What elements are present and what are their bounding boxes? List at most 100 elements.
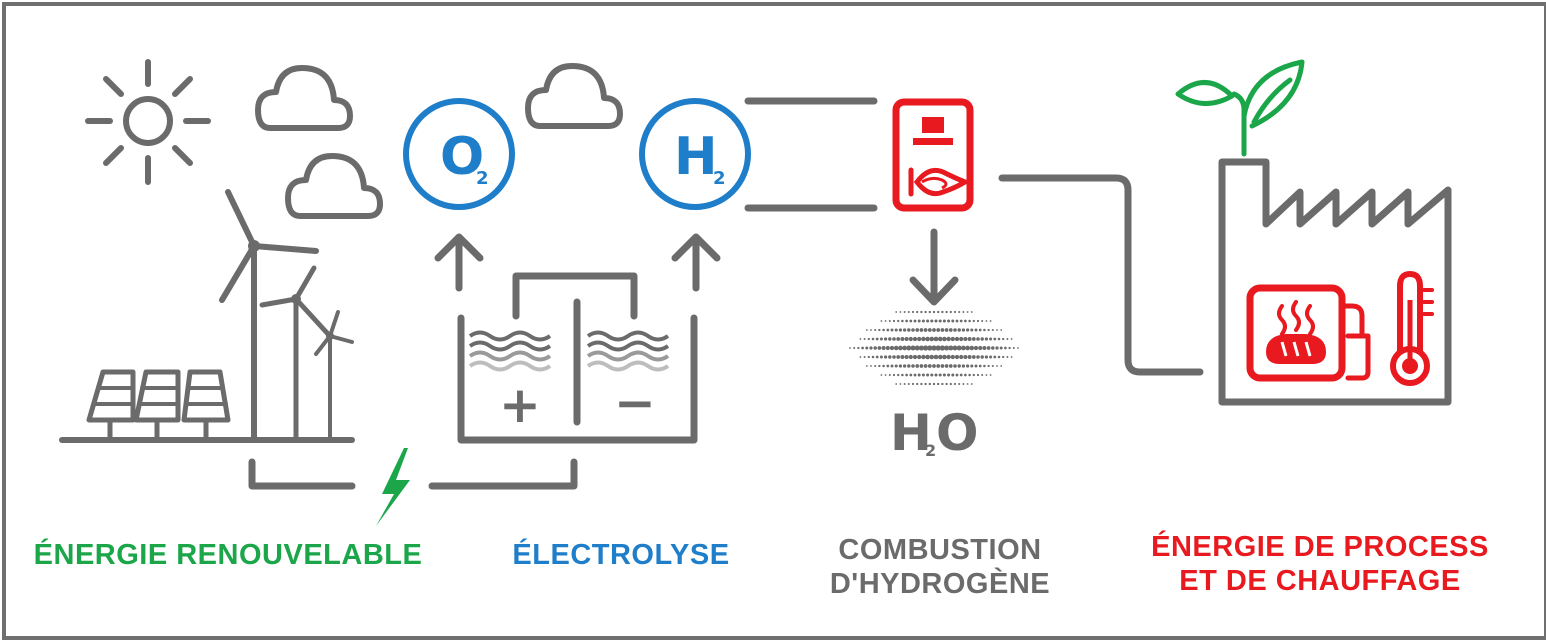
steam-dot (907, 310, 910, 314)
steam-dot (902, 345, 907, 351)
steam-dot (983, 328, 986, 332)
steam-dot (983, 364, 986, 368)
solar-panel-icon (133, 369, 181, 441)
steam-dot (903, 311, 906, 313)
steam-dot (921, 319, 925, 323)
steam-dot (942, 336, 947, 342)
steam-dot (989, 374, 992, 376)
arrow-down-icon (909, 228, 959, 306)
steam-dot (890, 364, 894, 368)
steam-dot (888, 355, 892, 359)
steam-dot (874, 364, 877, 368)
steam-dot (901, 373, 904, 377)
steam-dot (964, 319, 967, 323)
steam-dot (924, 310, 927, 314)
steam-dot (853, 346, 856, 350)
steam-dot (877, 346, 882, 350)
steam-dot (886, 364, 890, 368)
steam-dot (954, 336, 960, 342)
renewable-energy-label: ÉNERGIE RENOUVELABLE (20, 538, 436, 572)
steam-dot (974, 328, 978, 332)
factory-icon (1218, 158, 1452, 406)
steam-dot (875, 355, 879, 359)
steam-dot (937, 382, 940, 386)
steam-dot (892, 337, 896, 341)
steam-dot (865, 346, 869, 350)
steam-dot (937, 310, 940, 314)
steam-dot (895, 311, 898, 313)
steam-dot (933, 354, 939, 360)
steam-dot (1000, 329, 1003, 331)
steam-dot (941, 310, 944, 314)
steam-dot (978, 328, 982, 332)
steam-dot (898, 345, 903, 351)
steam-dot (951, 319, 955, 323)
steam-dot (867, 337, 870, 341)
steam-dot (863, 356, 866, 358)
sun-icon (85, 59, 211, 185)
steam-dot (885, 345, 890, 351)
steam-dot (904, 354, 909, 360)
steam-dot (920, 382, 923, 386)
steam-dot (927, 328, 932, 332)
steam-dot (945, 310, 948, 314)
steam-dot (924, 382, 927, 386)
steam-dot (944, 345, 950, 351)
steam-dot (941, 382, 944, 386)
steam-dot (923, 345, 929, 351)
hydrogen-combustion-label: COMBUSTION D'HYDROGÈNE (800, 533, 1080, 601)
steam-dot (946, 336, 951, 342)
steam-dot (1002, 337, 1005, 341)
steam-dot (950, 336, 955, 342)
steam-dot (884, 374, 887, 376)
steam-dot (895, 383, 898, 385)
lightning-bolt-icon (376, 448, 410, 526)
steam-dot (976, 373, 980, 377)
steam-dot (905, 373, 908, 377)
steam-dot (956, 345, 962, 351)
steam-dot (973, 345, 979, 351)
steam-dot (964, 373, 967, 377)
steam-dot (940, 328, 945, 332)
steam-dot (904, 336, 909, 342)
steam-dot (930, 373, 934, 377)
steam-dot (997, 337, 1001, 341)
steam-dot (980, 355, 984, 359)
steam-dot (888, 320, 891, 322)
steam-dot (987, 328, 990, 332)
steam-dot (954, 354, 960, 360)
steam-dot (961, 364, 966, 368)
steam-dot (857, 346, 860, 350)
h2o-symbol-h: H (890, 404, 932, 462)
steam-dot (957, 364, 961, 368)
cathode-minus-sign: − (614, 374, 656, 432)
steam-dot (944, 364, 949, 368)
steam-dot (912, 336, 918, 342)
steam-dot (923, 364, 928, 368)
steam-dot (886, 328, 890, 332)
steam-dot (971, 355, 976, 359)
steam-dot (932, 364, 936, 368)
steam-dot (955, 319, 959, 323)
steam-dot (859, 356, 862, 358)
steam-dot (978, 345, 983, 351)
arrow-up-icon (671, 233, 721, 292)
steam-dot (897, 373, 900, 377)
steam-dot (965, 328, 970, 332)
steam-dot (907, 364, 911, 368)
steam-dot (932, 382, 936, 386)
steam-dot (861, 346, 864, 350)
steam-dot (987, 364, 990, 368)
steam-dot (974, 364, 978, 368)
steam-dot (953, 310, 957, 314)
steam-dot (980, 337, 984, 341)
thermometer-icon (1390, 271, 1434, 386)
steam-dot (942, 354, 947, 360)
power-connector-line (428, 458, 578, 490)
steam-dot (928, 310, 931, 314)
steam-dot (1002, 355, 1005, 359)
steam-dot (999, 346, 1003, 350)
steam-dot (940, 364, 945, 368)
steam-dot (917, 354, 922, 360)
